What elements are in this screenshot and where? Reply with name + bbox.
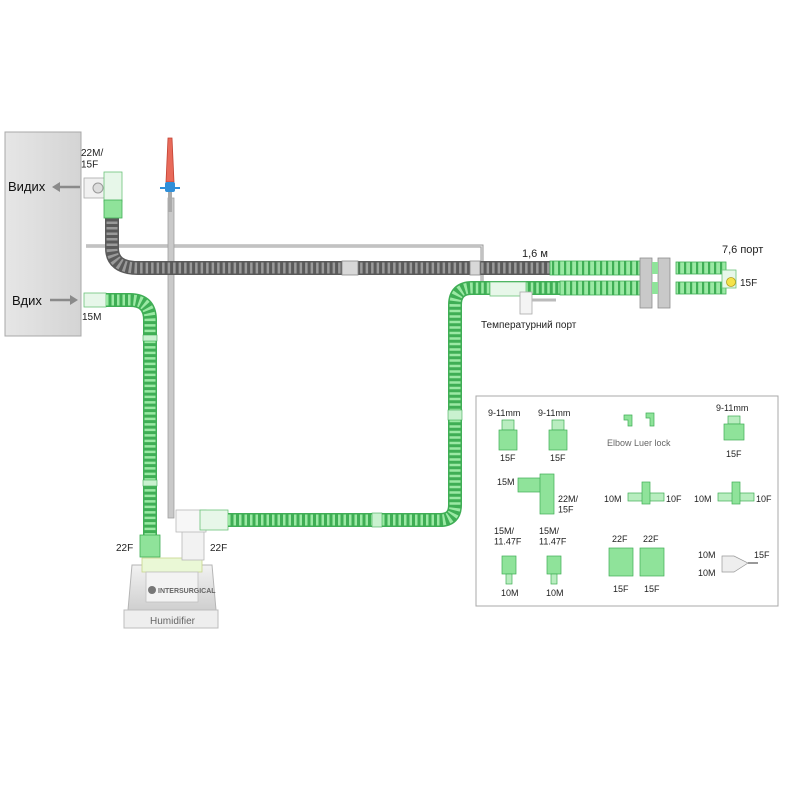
support-pole (167, 197, 175, 519)
inhale-connector (83, 292, 107, 308)
svg-text:15F: 15F (754, 550, 770, 560)
svg-text:15M/11.47F: 15M/11.47F (494, 526, 522, 546)
exhale-port-spec: 22M/15F (81, 148, 103, 171)
patient-y-piece (721, 269, 737, 289)
accessory-tee-connector: 10M 10F (694, 481, 772, 505)
svg-text:9-11mm: 9-11mm (538, 408, 570, 418)
accessory-reducer: 15M/11.47F 10M (494, 526, 522, 598)
accessories-panel: 9-11mm 15F 9-11mm 15F Elbow Luer lock 9-… (475, 395, 779, 607)
accessory-straight-connector: 9-11mm 15F (538, 408, 570, 463)
humidifier-chamber: INTERSURGICAL Humidifier (123, 509, 219, 629)
svg-text:15F: 15F (644, 584, 660, 594)
accessory-y-adaptor: 10M 10M 15F (698, 550, 770, 578)
accessory-elbow-luer-lock: Elbow Luer lock (607, 412, 671, 448)
svg-text:9-11mm: 9-11mm (488, 408, 520, 418)
svg-text:10M: 10M (698, 550, 716, 560)
accessory-tee-connector: 10M 10F (604, 481, 682, 505)
svg-text:10M: 10M (546, 588, 564, 598)
humidifier-outlet-spec: 22F (210, 543, 227, 554)
svg-text:15F: 15F (500, 453, 516, 463)
svg-text:10M: 10M (694, 494, 712, 504)
svg-text:10F: 10F (666, 494, 682, 504)
accessory-reducer: 15M/11.47F 10M (539, 526, 567, 598)
tube-joint (469, 260, 481, 276)
inspiratory-tube-to-humidifier (83, 292, 161, 558)
svg-text:15F: 15F (550, 453, 566, 463)
temperature-port-label: Температурний порт (481, 320, 577, 331)
humidifier-label: Humidifier (150, 616, 196, 627)
ventilator-block (4, 131, 82, 337)
exhale-label: Видих (8, 179, 46, 194)
svg-text:15M/11.47F: 15M/11.47F (539, 526, 567, 546)
inhale-arrow-icon (50, 295, 78, 305)
svg-text:10M: 10M (698, 568, 716, 578)
temperature-probe (160, 137, 180, 212)
tube-length-label: 1,6 м (522, 248, 548, 260)
accessory-straight-connector: 9-11mm 15F (488, 408, 520, 463)
svg-text:10M: 10M (604, 494, 622, 504)
brand-logo-icon (148, 586, 156, 594)
svg-text:22F: 22F (612, 534, 628, 544)
svg-text:15F: 15F (613, 584, 629, 594)
svg-text:9-11mm: 9-11mm (716, 403, 748, 413)
accessory-adaptor: 22F 15F (608, 534, 634, 594)
inhale-port-spec: 15M (82, 312, 101, 323)
svg-text:Elbow Luer lock: Elbow Luer lock (607, 438, 671, 448)
svg-text:10M: 10M (501, 588, 519, 598)
svg-text:15F: 15F (726, 449, 742, 459)
svg-text:10F: 10F (756, 494, 772, 504)
inhale-label: Вдих (12, 293, 42, 308)
accessory-elbow-connector: 15M 22M/15F (497, 473, 579, 515)
temperature-port-fitting (489, 281, 556, 315)
humidifier-inlet-spec: 22F (116, 543, 133, 554)
svg-text:22F: 22F (643, 534, 659, 544)
tube-clamp (639, 257, 671, 309)
svg-text:15M: 15M (497, 477, 515, 487)
humidifier-inlet-port (139, 534, 161, 558)
tube-joint (341, 260, 359, 276)
humidifier-base (123, 609, 219, 629)
port-cap-icon (726, 277, 736, 287)
patient-end-spec: 15F (740, 278, 757, 289)
exhale-connector (83, 171, 123, 219)
inspiratory-tube-to-patient (199, 280, 727, 531)
accessory-straight-connector: 9-11mm 15F (716, 403, 748, 459)
exhale-arrow-icon (52, 182, 80, 192)
port-size-label: 7,6 порт (722, 244, 763, 256)
svg-text:22M/15F: 22M/15F (558, 494, 579, 514)
accessory-adaptor: 22F 15F (639, 534, 665, 594)
brand-text: INTERSURGICAL (158, 588, 216, 595)
